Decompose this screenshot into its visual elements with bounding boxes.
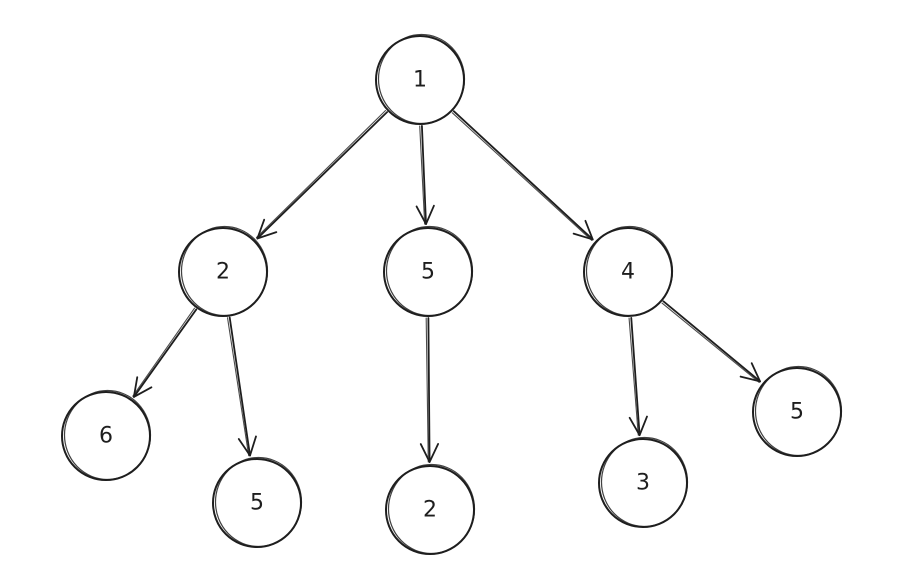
arrowhead-icon	[739, 362, 761, 383]
node-label: 2	[216, 260, 230, 285]
edge-sketch-line	[425, 317, 429, 463]
tree-node-n2b: 2	[385, 463, 476, 555]
node-circle-sketch	[377, 33, 466, 125]
edge-sketch-line	[132, 307, 196, 397]
node-circle-sketch	[754, 365, 843, 457]
arrowhead-icon	[419, 443, 440, 463]
tree-node-n1: 1	[375, 33, 466, 125]
edge-n1-n2	[255, 109, 388, 240]
tree-node-n6: 6	[61, 389, 152, 481]
tree-node-n5a: 5	[383, 225, 474, 317]
edge-line	[630, 316, 641, 437]
arrowhead-icon	[237, 435, 257, 457]
tree-node-n2: 2	[178, 225, 269, 317]
arrowhead-icon	[415, 204, 435, 225]
edges-layer	[132, 109, 761, 463]
node-circle-sketch	[585, 225, 674, 317]
edge-n1-n5a	[415, 125, 435, 225]
edge-sketch-line	[628, 317, 639, 436]
edge-n2-n5b	[226, 316, 257, 457]
node-label: 5	[250, 491, 264, 516]
node-circle-sketch	[385, 225, 474, 317]
node-label: 5	[421, 260, 435, 285]
tree-node-n5c: 5	[752, 365, 843, 457]
node-circle-sketch	[600, 436, 689, 528]
edge-n2-n6	[132, 307, 198, 398]
arrowhead-icon	[572, 219, 594, 241]
edge-sketch-line	[226, 317, 250, 457]
edge-n5a-n2b	[419, 317, 440, 463]
edge-line	[452, 110, 594, 241]
edge-sketch-line	[419, 125, 426, 225]
arrowhead-icon	[132, 376, 153, 398]
node-label: 1	[413, 68, 427, 93]
edge-line	[662, 300, 761, 383]
node-circle-sketch	[63, 389, 152, 481]
tree-node-n5b: 5	[212, 456, 303, 548]
edge-line	[132, 308, 198, 398]
edge-n4-n3	[628, 316, 648, 437]
edge-sketch-line	[661, 302, 760, 383]
arrowhead-icon	[628, 415, 648, 437]
edge-sketch-line	[255, 109, 387, 239]
tree-node-n4: 4	[583, 225, 674, 317]
node-label: 5	[790, 400, 804, 425]
node-label: 3	[636, 471, 650, 496]
node-circle-sketch	[387, 463, 476, 555]
node-circle-sketch	[214, 456, 303, 548]
edge-line	[256, 111, 388, 240]
edge-n1-n4	[451, 110, 594, 241]
arrowhead-icon	[256, 218, 278, 240]
node-label: 2	[423, 498, 437, 523]
node-label: 6	[99, 424, 113, 449]
node-circle-sketch	[180, 225, 269, 317]
edge-line	[228, 316, 251, 457]
edge-line	[427, 317, 431, 463]
edge-sketch-line	[451, 112, 593, 241]
node-label: 4	[621, 260, 635, 285]
edge-n4-n5c	[661, 300, 761, 383]
edge-line	[421, 125, 427, 225]
nodes-layer: 1 2 5 4 6 5 2 3 5	[61, 33, 843, 555]
tree-node-n3: 3	[598, 436, 689, 528]
